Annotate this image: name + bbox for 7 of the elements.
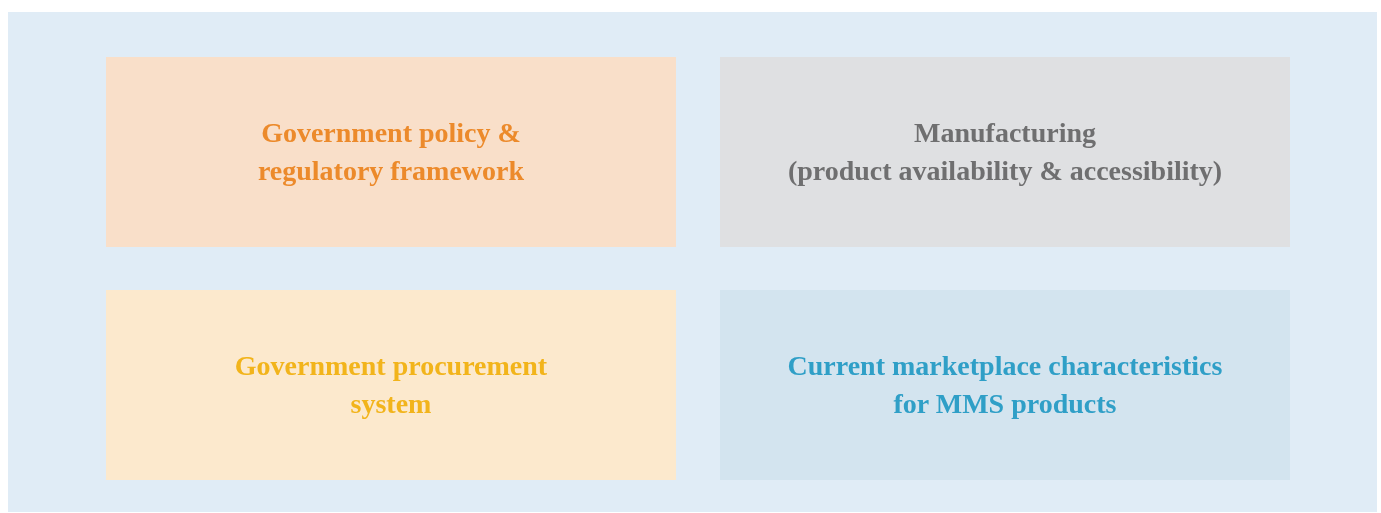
box-label: Manufacturing: [914, 116, 1096, 150]
box-label: Government policy & regulatory framework: [256, 116, 526, 188]
box-label: (product availability & accessibility): [787, 154, 1223, 188]
box-label: Government procurement system: [233, 349, 549, 421]
category-box: [106, 290, 676, 480]
category-box: [106, 57, 676, 247]
box-label: Current marketplace characteristics for MMS products: [786, 349, 1224, 421]
